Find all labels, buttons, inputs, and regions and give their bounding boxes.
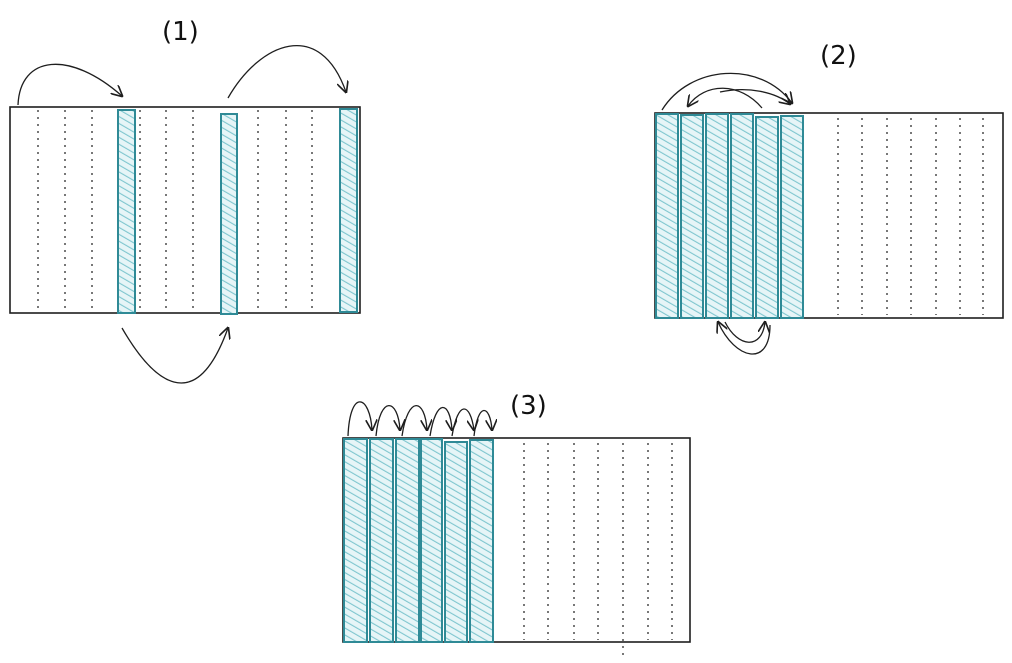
selected-block-2c <box>705 113 729 319</box>
selected-block-1a <box>117 109 136 314</box>
partition-lines-1 <box>37 110 313 310</box>
diagram-1: (1) <box>9 17 361 384</box>
selected-block-1c <box>339 108 358 313</box>
diagram-3-label: (3) <box>510 391 547 421</box>
jump-arrow-3f <box>473 409 492 437</box>
jump-arrow-2a <box>661 72 792 111</box>
selected-block-2d <box>730 113 754 319</box>
selected-block-2a <box>655 113 679 319</box>
selected-block-2f <box>780 115 804 319</box>
jump-arrow-3d <box>429 406 452 437</box>
jump-arrow-2b <box>688 87 763 108</box>
jump-arrow-2e <box>724 322 765 343</box>
selected-block-2b <box>680 114 704 319</box>
jump-arrow-1b <box>227 45 346 99</box>
selected-block-1b <box>220 113 238 315</box>
selected-block-3a <box>343 438 368 643</box>
jump-arrow-3a <box>347 401 372 437</box>
selected-block-2e <box>755 116 779 319</box>
selected-block-3b <box>369 438 394 643</box>
partition-lines-2 <box>837 118 984 315</box>
jump-arrow-3e <box>451 408 474 437</box>
selected-block-3f <box>469 439 494 643</box>
jump-arrow-1a <box>17 63 122 106</box>
jump-arrow-2d <box>718 322 771 355</box>
jump-arrow-2c <box>719 89 790 104</box>
diagram-1-label: (1) <box>162 17 199 47</box>
partition-lines-3 <box>523 443 673 655</box>
jump-arrow-3c <box>401 404 427 437</box>
selected-block-3e <box>444 441 468 643</box>
diagram-3: (3) <box>342 391 691 655</box>
diagram-2-label: (2) <box>820 41 857 71</box>
jump-arrow-3b <box>375 404 400 437</box>
selected-block-3c <box>395 438 420 643</box>
array-box-1 <box>9 106 361 314</box>
jump-arrow-1c <box>121 328 228 384</box>
diagram-2: (2) <box>654 41 1004 355</box>
selected-block-3d <box>420 438 443 643</box>
